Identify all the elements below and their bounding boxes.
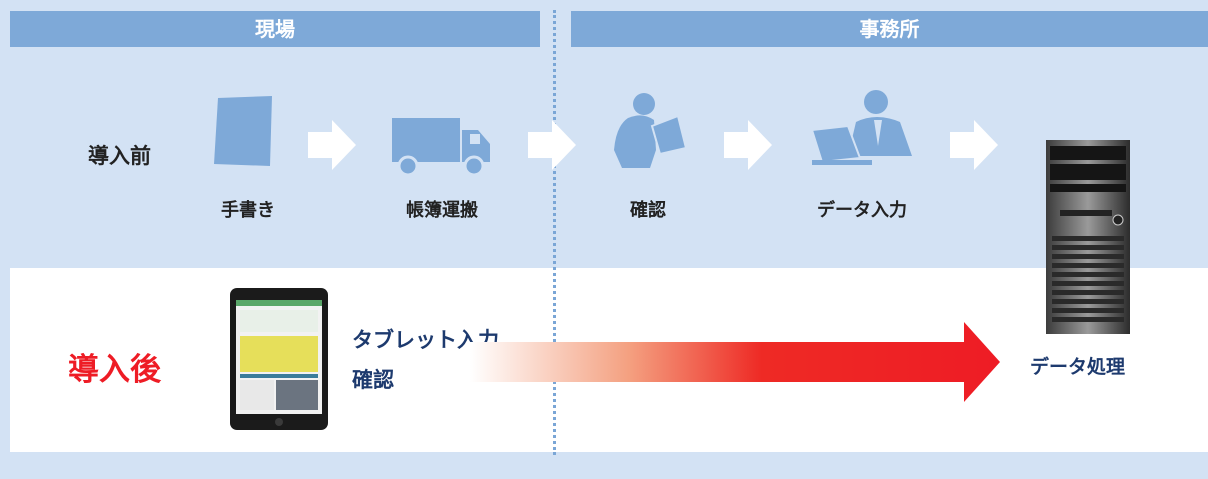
after-line-confirm: 確認 — [352, 368, 394, 392]
server-icon — [1046, 140, 1130, 334]
section-divider — [553, 10, 556, 455]
arrow-right-icon — [724, 120, 772, 170]
after-result-data-processing: データ処理 — [1030, 356, 1126, 378]
tablet-icon — [230, 288, 328, 430]
after-title: 導入後 — [68, 352, 161, 388]
header-site: 現場 — [10, 11, 540, 47]
person-reading-icon — [614, 93, 686, 168]
step-label-handwriting: 手書き — [221, 200, 275, 221]
gradient-arrow-icon — [470, 322, 1000, 402]
before-title: 導入前 — [88, 144, 151, 168]
header-office: 事務所 — [571, 11, 1208, 47]
arrow-right-icon — [308, 120, 356, 170]
truck-icon — [392, 118, 490, 177]
step-label-transport: 帳簿運搬 — [406, 200, 478, 221]
arrow-right-icon — [950, 120, 998, 170]
step-label-confirm: 確認 — [630, 200, 666, 221]
header-office-label: 事務所 — [859, 17, 920, 41]
arrow-right-icon — [528, 120, 576, 170]
step-label-data-entry: データ入力 — [817, 200, 907, 221]
header-site-label: 現場 — [255, 17, 295, 41]
document-icon — [214, 96, 272, 166]
person-laptop-icon — [810, 90, 912, 165]
